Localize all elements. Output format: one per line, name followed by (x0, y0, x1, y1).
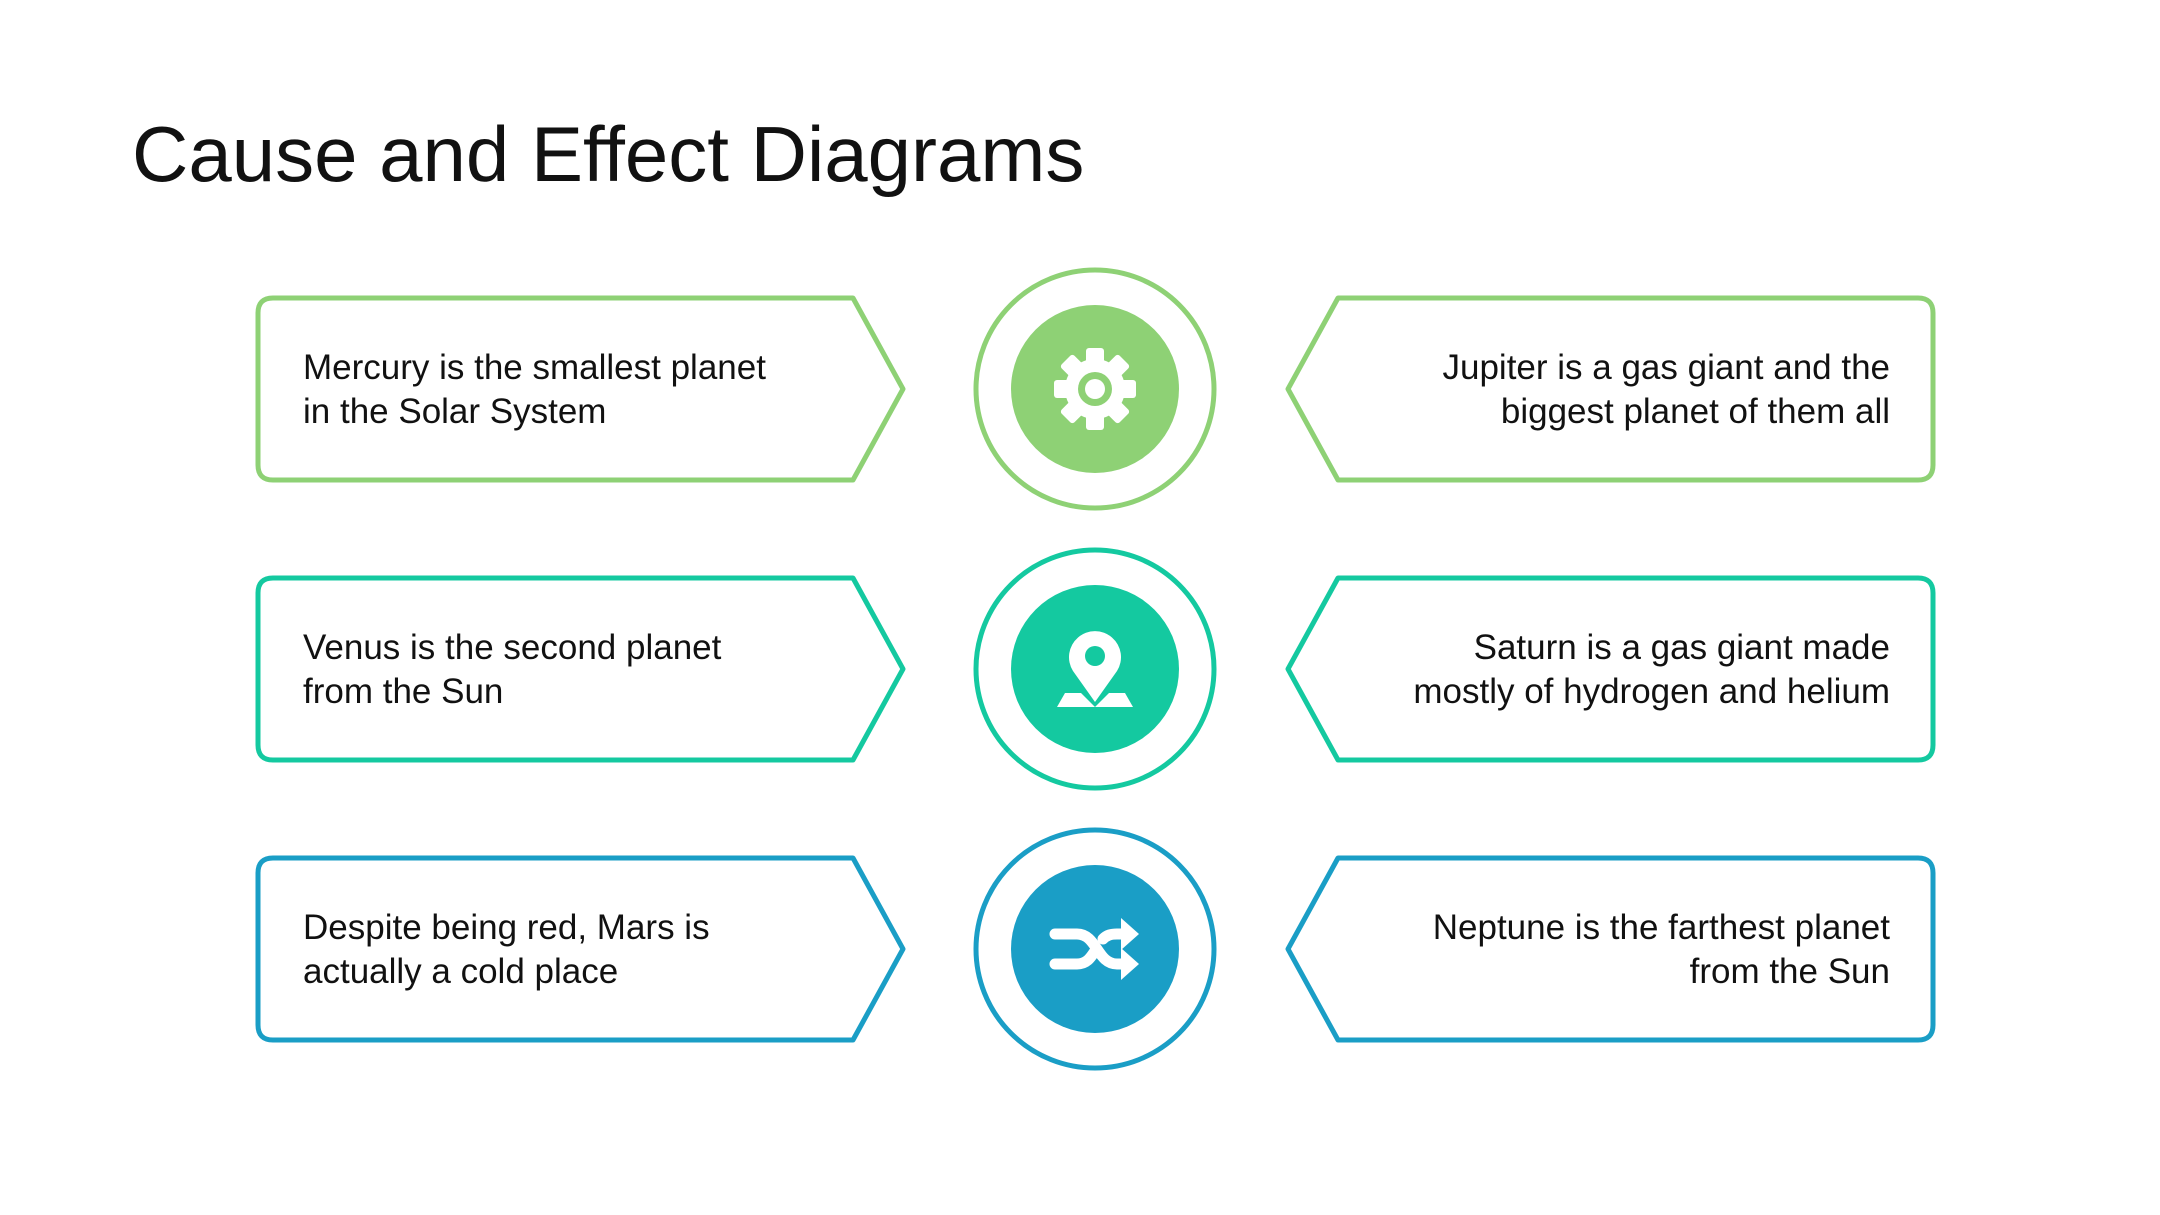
effect-box-1 (1285, 295, 1936, 483)
gear-icon (1054, 348, 1136, 430)
effect-text-2-line-2: mostly of hydrogen and helium (1413, 672, 1890, 711)
cause-text-1-line-1: Mercury is the smallest planet (303, 348, 766, 387)
cause-text-2-line-2: from the Sun (303, 672, 504, 711)
shuffle-icon (1049, 918, 1139, 980)
cause-text-1: Mercury is the smallest planet in the So… (303, 346, 823, 434)
page-title: Cause and Effect Diagrams (132, 110, 1085, 198)
cause-text-2-line-1: Venus is the second planet (303, 628, 722, 667)
effect-text-2-line-1: Saturn is a gas giant made (1473, 628, 1890, 667)
effect-text-1: Jupiter is a gas giant and the biggest p… (1370, 346, 1890, 434)
effect-text-3: Neptune is the farthest planet from the … (1370, 906, 1890, 994)
cause-text-3-line-2: actually a cold place (303, 952, 619, 991)
effect-text-3-line-1: Neptune is the farthest planet (1432, 908, 1890, 947)
row-1 (255, 267, 1936, 511)
cause-box-3 (255, 855, 906, 1043)
map-pin-icon (1057, 631, 1133, 707)
cause-text-3-line-1: Despite being red, Mars is (303, 908, 710, 947)
cause-text-1-line-2: in the Solar System (303, 392, 607, 431)
effect-text-1-line-1: Jupiter is a gas giant and the (1442, 348, 1890, 387)
effect-text-1-line-2: biggest planet of them all (1500, 392, 1890, 431)
effect-box-3 (1285, 855, 1936, 1043)
row-2 (255, 547, 1936, 791)
cause-box-2 (255, 575, 906, 763)
cause-box-1 (255, 295, 906, 483)
cause-text-3: Despite being red, Mars is actually a co… (303, 906, 823, 994)
effect-text-2: Saturn is a gas giant made mostly of hyd… (1370, 626, 1890, 714)
effect-box-2 (1285, 575, 1936, 763)
row-3 (255, 827, 1936, 1071)
cause-text-2: Venus is the second planet from the Sun (303, 626, 823, 714)
effect-text-3-line-2: from the Sun (1689, 952, 1890, 991)
